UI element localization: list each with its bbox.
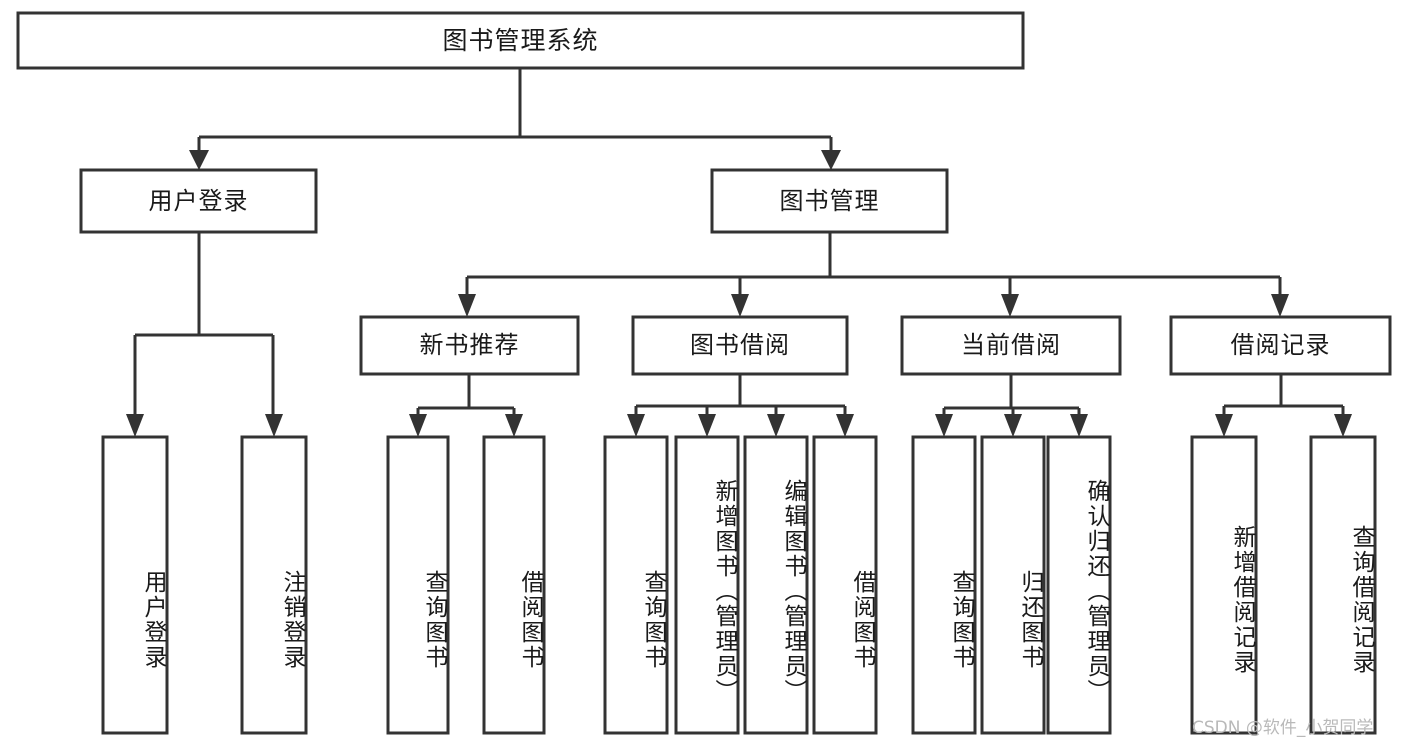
leaf-box-records-1[interactable] (1309, 435, 1377, 735)
leaf-box-user-login-0[interactable] (101, 435, 169, 735)
arrowhead-leaf-records-0 (1215, 414, 1233, 437)
arrowhead-leaf-borrow-3 (836, 414, 854, 437)
leaf-box-borrow-3[interactable] (812, 435, 878, 735)
arrowhead-book-borrow (731, 294, 749, 317)
arrowhead-current-borrow (1001, 294, 1019, 317)
leaf-box-current-1[interactable] (980, 435, 1046, 735)
node-box-current-borrow[interactable] (900, 315, 1122, 376)
arrowhead-leaf-current-0 (935, 414, 953, 437)
arrowhead-leaf-records-1 (1334, 414, 1352, 437)
arrowhead-leaf-borrow-0 (627, 414, 645, 437)
arrowhead-borrow-records (1271, 294, 1289, 317)
arrowhead-leaf-user-login-1 (265, 414, 283, 437)
node-box-user-login[interactable] (79, 168, 318, 234)
node-box-new-book-recommend[interactable] (359, 315, 580, 376)
leaf-box-new-book-1[interactable] (482, 435, 546, 735)
arrowhead-leaf-current-1 (1004, 414, 1022, 437)
arrowhead-user-login (189, 150, 209, 170)
node-box-root[interactable] (16, 11, 1025, 70)
leaf-box-records-0[interactable] (1190, 435, 1258, 735)
arrowhead-book-management (821, 150, 841, 170)
leaf-box-borrow-0[interactable] (603, 435, 669, 735)
node-box-book-management[interactable] (710, 168, 949, 234)
arrowhead-leaf-new-book-1 (505, 414, 523, 437)
leaf-box-new-book-0[interactable] (386, 435, 450, 735)
leaf-box-current-2[interactable] (1046, 435, 1112, 735)
leaf-box-borrow-1[interactable] (674, 435, 740, 735)
arrowhead-leaf-new-book-0 (409, 414, 427, 437)
arrowhead-leaf-current-2 (1070, 414, 1088, 437)
leaf-box-borrow-2[interactable] (743, 435, 809, 735)
arrowhead-leaf-borrow-2 (767, 414, 785, 437)
node-box-borrow-records[interactable] (1169, 315, 1392, 376)
arrowhead-new-book-recommend (458, 294, 476, 317)
leaf-box-user-login-1[interactable] (240, 435, 308, 735)
arrowhead-leaf-borrow-1 (698, 414, 716, 437)
arrowhead-leaf-user-login-0 (126, 414, 144, 437)
node-box-book-borrow[interactable] (631, 315, 849, 376)
leaf-box-current-0[interactable] (911, 435, 977, 735)
